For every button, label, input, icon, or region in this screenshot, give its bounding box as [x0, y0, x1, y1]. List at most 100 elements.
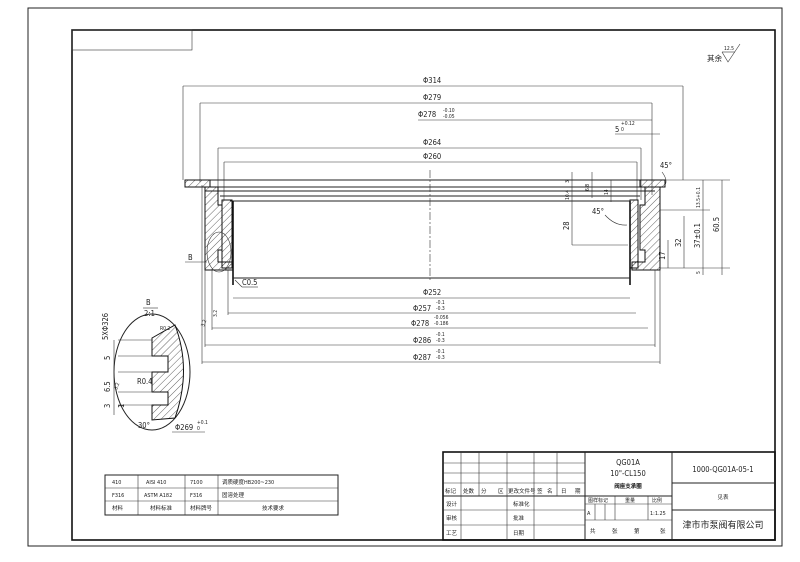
dimension-label: Φ269	[175, 423, 193, 432]
dimension-label: Φ286	[413, 336, 431, 345]
dimension-label: Φ264	[423, 138, 441, 147]
dimension-label: 固溶处理	[222, 491, 245, 499]
dimension-label: 32	[674, 238, 683, 247]
dimension-label: 3.2	[113, 382, 121, 391]
dimension-label: 调质硬度HB200~230	[222, 478, 274, 486]
inner-border	[71, 29, 776, 541]
dimension-label: 3.2	[213, 310, 219, 317]
dimension-label: 3.2	[200, 319, 208, 328]
dimension-label: 期	[575, 488, 581, 495]
dimension-label: 10"-CL150	[610, 469, 645, 478]
dimension-label: -0.3	[436, 355, 445, 361]
dimension-label: 第	[634, 527, 640, 535]
dimension-label: 14	[604, 189, 610, 195]
dimension-label: 5	[615, 125, 619, 134]
dimension-label: 区	[498, 488, 504, 495]
dimension-label: 共	[590, 527, 596, 535]
dimension-label: 1	[117, 404, 126, 408]
dimension-label: 60.5	[712, 217, 721, 232]
dimension-label: AISI 410	[146, 480, 166, 486]
dimension-label: +0.1	[197, 420, 208, 426]
dimension-label: C0.5	[242, 278, 257, 287]
dimension-label: 审核	[446, 514, 458, 522]
dimension-label: B	[146, 298, 151, 307]
dimension-label: -0.05	[443, 114, 455, 120]
dimension-label: 7100	[190, 480, 203, 486]
dimension-label: 45°	[592, 207, 604, 216]
dimension-label: 10.4	[565, 190, 571, 200]
dimension-label: 标记	[445, 487, 457, 495]
dimension-label: F316	[190, 493, 202, 499]
dimension-label: 津市市泵阀有限公司	[682, 519, 763, 531]
dimension-label: -0.186	[434, 321, 449, 327]
dimension-label: 日	[561, 488, 567, 495]
dimension-label: 阀座支承圈	[614, 482, 642, 490]
title-block: 标记 处数 分 区 更改文件号 签 名 日 期 设计 审核 工艺 标准化 批准 …	[442, 451, 776, 541]
dimension-label: R0.4	[137, 377, 152, 386]
dimension-label: 1000-QG01A-05-1	[692, 465, 753, 474]
dimension-label: 410	[112, 480, 121, 486]
dimension-label: 比例	[652, 497, 662, 504]
part-section-view: B C0.5 3.2 3.2	[184, 170, 666, 328]
top-dimensions: Φ314 Φ279 Φ278 -0.10 -0.05 5 +0.12 0 Φ26…	[182, 76, 684, 200]
surface-roughness-symbol: 其余 12.5	[707, 43, 741, 63]
dimension-label: Φ257	[413, 304, 431, 313]
dimension-label: 3	[565, 180, 571, 183]
dimension-label: 重量	[625, 497, 635, 504]
dimension-label: Φ260	[423, 152, 441, 161]
dimension-label: QG01A	[616, 458, 640, 467]
dimension-label: -0.10	[443, 108, 455, 114]
dimension-label: 28	[562, 221, 571, 230]
dimension-label: R0.2	[160, 326, 170, 332]
dimension-label: 6.8	[585, 184, 591, 191]
dimension-label: 12.5	[724, 46, 734, 52]
dimension-label: 2:1	[144, 309, 155, 318]
dimension-label: -0.1	[436, 349, 445, 355]
detail-b-view: B 2:1 5XΦ326 R0.2 5 6.5 3.2 3 1 R0.4 30°…	[101, 298, 208, 433]
dimension-label: 37±0.1	[693, 223, 702, 248]
dimension-label: Φ278	[411, 319, 429, 328]
dimension-label: 图样标记	[588, 497, 608, 504]
dimension-label: 5	[696, 271, 702, 274]
dimension-label: 批准	[513, 514, 525, 522]
dimension-label: 0	[621, 127, 624, 133]
dimension-label: 张	[660, 527, 666, 535]
dimension-label: 其余	[707, 53, 722, 63]
bottom-dimensions: Φ252 Φ257 -0.1 -0.3 Φ278 -0.056 -0.186 Φ…	[201, 185, 661, 364]
dimension-label: Φ287	[413, 353, 431, 362]
dimension-label: -0.3	[436, 306, 445, 312]
dimension-label: 更改文件号	[508, 487, 536, 495]
dimension-label: 签	[537, 487, 543, 495]
detail-b-marker	[206, 231, 232, 273]
dimension-label: -0.1	[436, 332, 445, 338]
dimension-label: Φ314	[423, 76, 441, 85]
dimension-label: ASTM A182	[144, 493, 172, 499]
dimension-label: 标准化	[513, 500, 530, 508]
dimension-label: 工艺	[446, 530, 458, 537]
dimension-label: 30°	[138, 421, 150, 430]
corner-box	[71, 29, 193, 51]
right-dimensions: 45° 45° 10.4 3 6.8 14 28 17 32 37±0.1 13…	[562, 161, 730, 275]
outer-border	[27, 7, 783, 547]
dimension-label: 0	[197, 426, 200, 432]
dimension-label: 材料标准	[150, 504, 173, 512]
dimension-label: 5XΦ326	[101, 313, 110, 340]
dimension-label: 张	[612, 527, 618, 535]
dimension-label: 技术要求	[262, 504, 285, 512]
dimension-label: -0.056	[434, 315, 449, 321]
dimension-label: 45°	[660, 161, 672, 170]
dimension-label: 6.5	[103, 381, 112, 392]
dimension-label: 名	[547, 487, 553, 495]
dimension-label: A	[587, 511, 591, 517]
dimension-label: B	[188, 253, 193, 262]
materials-table: 410 AISI 410 7100 调质硬度HB200~230 F316 AST…	[104, 474, 339, 516]
dimension-label: 13.5+0.1	[696, 187, 702, 208]
dimension-label: 分	[481, 487, 487, 495]
dimension-label: 1:1.25	[650, 511, 666, 517]
dimension-label: -0.1	[436, 300, 445, 306]
dimension-label: 5	[103, 356, 112, 360]
dimension-label: +0.12	[621, 121, 635, 127]
dimension-label: 材料	[112, 504, 124, 512]
dimension-label: -0.3	[436, 338, 445, 344]
